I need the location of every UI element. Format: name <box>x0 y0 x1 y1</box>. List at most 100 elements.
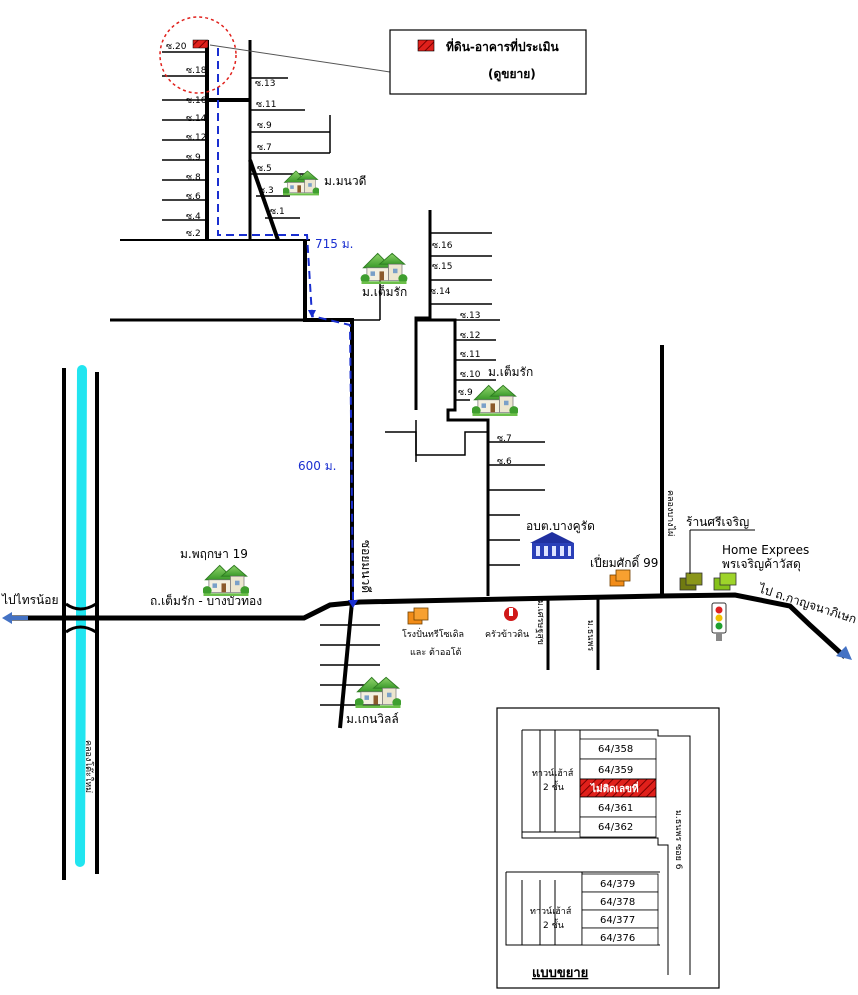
unit-number: 64/361 <box>598 803 633 814</box>
santhisuk-label: ม.เศรษฐสุข <box>535 600 545 645</box>
unit-number: 64/358 <box>598 744 633 755</box>
place-kanvilla: ม.เกนวิลล์ <box>346 712 399 726</box>
distance-label-2: 600 ม. <box>298 459 336 473</box>
legend-leader-line <box>209 44 391 73</box>
legend-box <box>389 29 587 95</box>
distance-label-1: 715 ม. <box>315 237 353 251</box>
place-phruksa: ม.พฤกษา 19 <box>180 547 248 561</box>
main-road-label: ถ.เต็มรัก - บางบัวทอง <box>150 593 262 608</box>
mid-soi-label: ซ.9 <box>257 121 272 131</box>
left-soi-label: ซ.14 <box>186 114 207 124</box>
legend-subject-swatch <box>417 39 435 52</box>
right-soi-label: ซ.7 <box>497 434 512 444</box>
mid-soi-lines <box>250 77 331 219</box>
right-soi-label: ซ.12 <box>460 331 480 341</box>
place-factory-line2: และ ต้าออโต้ <box>410 647 462 658</box>
inset-townhouse-upper-2: 2 ชั้น <box>543 780 564 793</box>
unit-number-subject: ไม่ติดเลขที่ <box>590 781 639 795</box>
temrak-spine-2 <box>416 318 490 596</box>
inset-title: แบบขยาย <box>532 966 588 981</box>
bridge-marker-top <box>65 602 97 611</box>
canal-label: คลองโต๊ะใหม่ <box>83 740 94 793</box>
unit-number: 64/377 <box>600 915 635 926</box>
soi-manawadee-label: ซอยมนวดี <box>359 540 373 593</box>
traffic-light-icon <box>711 602 727 641</box>
left-soi-label: ซ.8 <box>186 173 201 183</box>
shop-icon-sri <box>679 572 703 591</box>
place-temrak-top: ม.เต็มรัก <box>362 284 407 299</box>
mid-soi-labels: ซ.13 ซ.11 ซ.9 ซ.7 ซ.5 ซ.3 ซ.1 <box>255 79 285 217</box>
abt-building-icon <box>530 532 574 559</box>
to-left-label: ไปไทรน้อย <box>1 593 58 607</box>
left-soi-lines <box>162 51 207 221</box>
place-temrak-mid: ม.เต็มรัก <box>488 364 533 379</box>
legend-enlarge-label: (ดูขยาย) <box>488 67 536 82</box>
mid-soi-label: ซ.1 <box>270 207 285 217</box>
place-home-expree: Home Exprees <box>722 543 809 557</box>
left-soi-label: ซ.12 <box>186 133 206 143</box>
right-soi-labels: ซ.16 ซ.15 ซ.14 ซ.13 ซ.12 ซ.11 ซ.10 ซ.9 ซ… <box>430 241 512 467</box>
thanaporn-label: ม.ธนพร <box>585 620 595 651</box>
right-soi-label: ซ.6 <box>497 457 512 467</box>
left-soi-label: ซ.9 <box>186 153 201 163</box>
arrow-right-icon <box>836 646 852 660</box>
inset-lower-units: 64/379 64/378 64/377 64/376 <box>581 873 659 946</box>
focus-circle <box>159 16 237 94</box>
left-soi-label: ซ.18 <box>186 66 207 76</box>
inset-townhouse-upper-1: ทาวน์เฮ้าส์ <box>532 767 574 779</box>
unit-number: 64/376 <box>600 933 635 944</box>
right-soi-label: ซ.15 <box>432 262 452 272</box>
place-manawadee: ม.มนวดี <box>324 174 366 188</box>
right-soi-label: ซ.16 <box>432 241 453 251</box>
place-shop-sri: ร้านศรีเจริญ <box>686 515 749 529</box>
left-soi-label: ซ.20 <box>166 42 187 52</box>
route-path <box>217 48 354 601</box>
right-soi-label: ซ.11 <box>460 350 480 360</box>
temrak-spine <box>414 210 432 410</box>
mid-soi-label: ซ.13 <box>255 79 275 89</box>
mid-soi-label: ซ.3 <box>259 186 274 196</box>
shop-icon-pianasak <box>609 569 631 587</box>
inset-upper-units: 64/358 64/359 ไม่ติดเลขที่ 64/361 64/362 <box>579 738 657 838</box>
left-soi-label: ซ.16 <box>186 96 207 106</box>
house-icon <box>360 252 408 284</box>
shop-icon-homeexpree <box>713 572 737 591</box>
mid-soi-label: ซ.7 <box>257 143 272 153</box>
left-soi-label: ซ.6 <box>186 192 201 202</box>
route-arrow-icon <box>348 600 358 608</box>
subject-marker <box>192 39 209 49</box>
left-soi-label: ซ.4 <box>186 212 201 222</box>
mid-soi-label: ซ.11 <box>256 100 276 110</box>
factory-icon <box>407 607 429 625</box>
route-arrow-icon-2 <box>308 310 316 318</box>
house-icon <box>472 384 518 416</box>
unit-cell <box>581 927 659 946</box>
bangphai-label: คลองบางไผ่ <box>665 490 676 536</box>
left-soi-label: ซ.2 <box>186 229 201 239</box>
right-soi-label: ซ.14 <box>430 287 451 297</box>
bridge-marker-bottom <box>65 625 97 634</box>
mid-soi-label: ซ.5 <box>257 164 272 174</box>
place-factory-line1: โรงปั่นทรีโซเดิล <box>402 627 464 640</box>
right-soi-label: ซ.10 <box>460 370 481 380</box>
right-soi-label: ซ.13 <box>460 311 480 321</box>
place-abt: อบต.บางคูรัด <box>526 519 595 534</box>
place-kruakhao: ครัวข้าวดิน <box>485 629 529 640</box>
soi-manawadee-road <box>303 240 354 602</box>
unit-number: 64/378 <box>600 897 635 908</box>
house-icon <box>355 676 401 708</box>
house-icon <box>203 564 249 596</box>
unit-number: 64/359 <box>598 765 633 776</box>
unit-number: 64/362 <box>598 822 633 833</box>
right-soi-lines <box>385 232 545 566</box>
right-soi-label: ซ.9 <box>458 388 473 398</box>
inset-townhouse-lower-2: 2 ชั้น <box>543 918 564 931</box>
left-soi-labels: ซ.20 ซ.18 ซ.16 ซ.14 ซ.12 ซ.9 ซ.8 ซ.6 ซ.4… <box>166 42 207 239</box>
place-phrajaroen: พรเจริญค้าวัสดุ <box>722 557 801 572</box>
arrow-left-icon <box>2 612 12 624</box>
legend-subject-label: ที่ดิน-อาคารที่ประเมิน <box>446 38 559 54</box>
unit-number: 64/379 <box>600 879 635 890</box>
restaurant-icon <box>504 607 518 621</box>
inset-townhouse-lower-1: ทาวน์เฮ้าส์ <box>530 905 572 917</box>
